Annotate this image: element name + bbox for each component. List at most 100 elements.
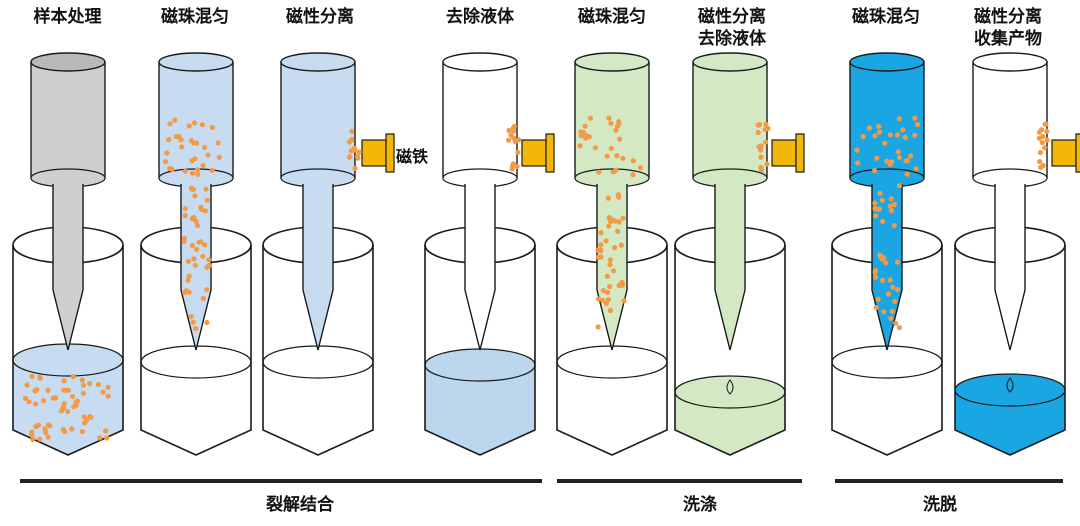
- step-label-6: 磁性分离去除液体: [698, 7, 766, 49]
- section-label-wash: 洗涤: [683, 495, 717, 515]
- bead-m6-8: [758, 167, 765, 173]
- bead-b5-18: [614, 123, 621, 129]
- bead-b2-4: [209, 124, 215, 131]
- bead-t1-53: [83, 417, 90, 423]
- bead-t1-34: [45, 387, 51, 393]
- bead-s5-34: [605, 195, 611, 201]
- bead-s7-28: [891, 222, 897, 229]
- bead-b7-12: [876, 129, 883, 135]
- bead-s2-30: [183, 288, 189, 294]
- bead-b5-22: [581, 130, 587, 136]
- bead-b5-24: [610, 169, 616, 175]
- bead-m6-11: [762, 126, 768, 133]
- bead-b7-5: [860, 133, 866, 140]
- bead-m6-6: [763, 121, 769, 127]
- bead-s2-32: [194, 222, 201, 229]
- bead-t1-21: [29, 432, 35, 438]
- bead-s7-27: [877, 190, 883, 196]
- tube-liquid-6: [675, 392, 785, 455]
- bead-s2-38: [202, 242, 208, 248]
- bead-b5-8: [604, 153, 610, 159]
- bead-b2-0: [192, 120, 198, 126]
- bead-t1-40: [70, 374, 76, 380]
- section-label-lysis-binding: 裂解结合: [266, 495, 334, 515]
- magnet-plate-6: [795, 133, 805, 173]
- bead-b5-2: [614, 153, 620, 159]
- bead-s5-25: [620, 215, 626, 221]
- bead-t1-49: [73, 402, 79, 409]
- tube-body-7: [831, 245, 943, 456]
- bead-s2-29: [190, 187, 197, 193]
- bead-b5-1: [613, 127, 619, 133]
- bead-t1-13: [105, 384, 111, 390]
- bead-b2-15: [167, 121, 173, 127]
- bead-b5-4: [577, 143, 583, 149]
- bead-s7-35: [888, 196, 894, 202]
- bead-t1-27: [61, 378, 67, 384]
- bead-s5-32: [604, 273, 610, 279]
- bead-s2-12: [206, 257, 212, 263]
- bead-s7-14: [877, 252, 883, 258]
- bead-m8-11: [1042, 121, 1048, 127]
- bead-s7-5: [889, 208, 895, 214]
- bead-b7-8: [913, 166, 919, 172]
- bead-b7-22: [905, 158, 911, 164]
- bead-m6-5: [764, 161, 770, 167]
- bead-b2-29: [200, 163, 206, 169]
- bead-b2-17: [164, 150, 170, 156]
- bead-m8-3: [1037, 149, 1043, 156]
- tip-stem-3: [302, 184, 334, 351]
- bead-s2-35: [186, 273, 192, 279]
- tip-top-8: [972, 52, 1048, 72]
- bead-b2-28: [195, 171, 201, 177]
- bead-b7-2: [912, 132, 918, 138]
- bead-s2-14: [185, 277, 191, 283]
- bead-b7-6: [884, 158, 890, 164]
- bead-b7-15: [872, 133, 878, 139]
- bead-s2-27: [204, 197, 210, 203]
- bead-m8-7: [1044, 137, 1050, 143]
- bead-b5-19: [620, 155, 626, 161]
- bead-s7-24: [896, 183, 903, 189]
- bead-b5-12: [630, 158, 637, 164]
- section-bar-elution: [835, 479, 1063, 483]
- tip-stem-6: [714, 184, 746, 351]
- tip-top-1: [30, 52, 106, 72]
- bead-s5-19: [596, 254, 602, 260]
- bead-s7-17: [875, 296, 881, 302]
- bead-t1-55: [42, 426, 48, 432]
- bead-m3-12: [355, 155, 361, 161]
- tube-body-8: [954, 245, 1066, 456]
- bead-m8-1: [1037, 159, 1043, 165]
- bead-s7-30: [873, 213, 879, 219]
- bead-s2-10: [185, 258, 191, 265]
- bead-b7-20: [887, 132, 894, 138]
- bead-s2-18: [202, 208, 208, 214]
- bead-b5-16: [617, 136, 623, 142]
- tip-barrel-8: [972, 61, 1048, 179]
- tip-barrel-6: [692, 61, 768, 179]
- bead-s2-34: [200, 253, 206, 259]
- bead-s7-32: [873, 304, 879, 311]
- bead-b7-3: [908, 153, 914, 159]
- tip-stem-8: [994, 184, 1026, 351]
- bead-b7-11: [902, 134, 908, 140]
- tube-body-1: [12, 245, 124, 456]
- bead-s2-17: [196, 239, 202, 245]
- magnet-plate-8: [1075, 133, 1080, 173]
- tip-top-7: [849, 52, 925, 72]
- bead-b5-23: [608, 145, 614, 151]
- bead-b2-1: [179, 144, 185, 150]
- bead-s2-36: [204, 319, 210, 326]
- tube-liquid-1: [13, 360, 123, 455]
- bead-b5-10: [587, 115, 594, 121]
- step-label-8: 磁性分离收集产物: [974, 7, 1042, 49]
- tip-barrel-1: [30, 61, 106, 179]
- bead-s5-23: [616, 194, 622, 200]
- bead-t1-6: [79, 377, 85, 383]
- bead-t1-48: [62, 429, 68, 435]
- bead-b7-17: [900, 127, 906, 133]
- bead-b2-26: [192, 156, 198, 162]
- bead-b2-13: [178, 137, 184, 143]
